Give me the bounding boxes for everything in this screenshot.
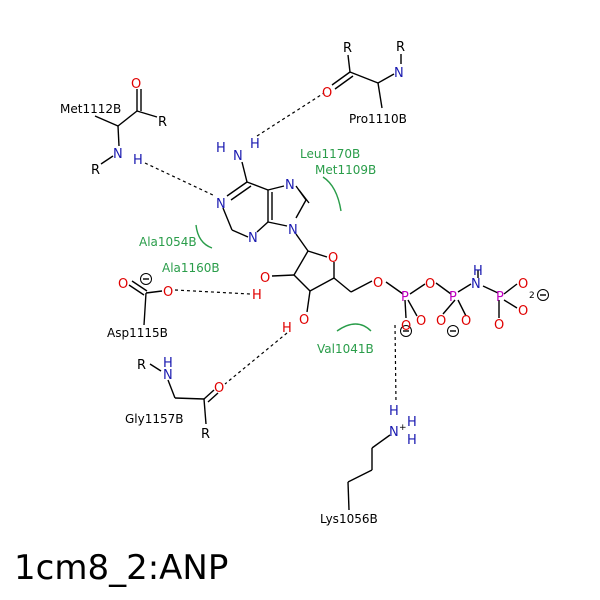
atom-hydrogen: H [407,433,417,448]
atom-nitrogen: N [394,66,404,81]
residue-label-ala1160b: Ala1160B [162,261,220,275]
hydrogen-bonds [144,92,397,404]
bond-lines [94,54,518,511]
atom-phosphorus: P [401,290,409,305]
atom-hydrogen: H [216,141,226,156]
atom-oxygen: O [118,277,128,292]
atom-oxygen: O [373,276,383,291]
atom-oxygen: O [322,86,332,101]
atom-r-group: R [158,115,167,130]
atom-charge-count: 2 [529,291,535,301]
atom-oxygen: O [518,277,528,292]
atom-r-group: R [396,40,405,55]
atom-oxygen: O [401,319,411,334]
atom-r-group: R [201,427,210,442]
atom-nitrogen: N [233,149,243,164]
atom-hydrogen: H [473,264,483,279]
atom-nitrogen: N [248,231,258,246]
atom-nitrogen: N [216,197,226,212]
atom-hydrogen: H [133,153,143,168]
residue-label-met1109b: Met1109B [315,163,376,177]
atom-oxygen: O [260,271,270,286]
atom-hydrogen: H [282,321,292,336]
atom-hydrogen: H [389,404,399,419]
atom-oxygen: O [461,314,471,329]
atom-hydrogen: H [163,356,173,371]
atom-oxygen: O [214,381,224,396]
atom-oxygen: O [436,314,446,329]
residue-label-ala1054b: Ala1054B [139,235,197,249]
atom-r-group: R [343,41,352,56]
atom-nitrogen: N [471,277,481,292]
atom-charge-plus: + [399,423,407,433]
atom-hydrogen: H [407,415,417,430]
residue-label-leu1170b: Leu1170B [300,147,360,161]
atom-hydrogen: H [250,137,260,152]
residue-label-lys1056b: Lys1056B [320,512,378,526]
atom-oxygen: O [131,77,141,92]
atom-nitrogen: N [113,147,123,162]
atom-nitrogen: N [163,368,173,383]
atom-nitrogen: N [389,425,399,440]
atom-labels: O R N H R R R N O H N H N N N N O O H O … [91,40,535,448]
atom-phosphorus: P [496,290,504,305]
residue-labels: Met1112B Pro1110B Leu1170B Met1109B Ala1… [60,102,407,526]
charge-markers [140,273,549,337]
atom-oxygen: O [518,304,528,319]
atom-oxygen: O [425,277,435,292]
atom-oxygen: O [299,313,309,328]
residue-label-met1112b: Met1112B [60,102,121,116]
atom-nitrogen: N [285,178,295,193]
diagram-caption: 1cm8_2:ANP [14,548,229,588]
residue-label-val1041b: Val1041B [317,342,374,356]
residue-label-gly1157b: Gly1157B [125,412,184,426]
atom-oxygen: O [494,318,504,333]
atom-hydrogen: H [252,288,262,303]
atom-nitrogen: N [288,223,298,238]
atom-r-group: R [137,358,146,373]
atom-oxygen: O [163,285,173,300]
atom-phosphorus: P [449,290,457,305]
atom-oxygen: O [416,314,426,329]
hydrophobic-contacts [195,176,372,332]
atom-oxygen: O [328,251,338,266]
atom-r-group: R [91,163,100,178]
residue-label-asp1115b: Asp1115B [107,326,168,340]
residue-label-pro1110b: Pro1110B [349,112,407,126]
